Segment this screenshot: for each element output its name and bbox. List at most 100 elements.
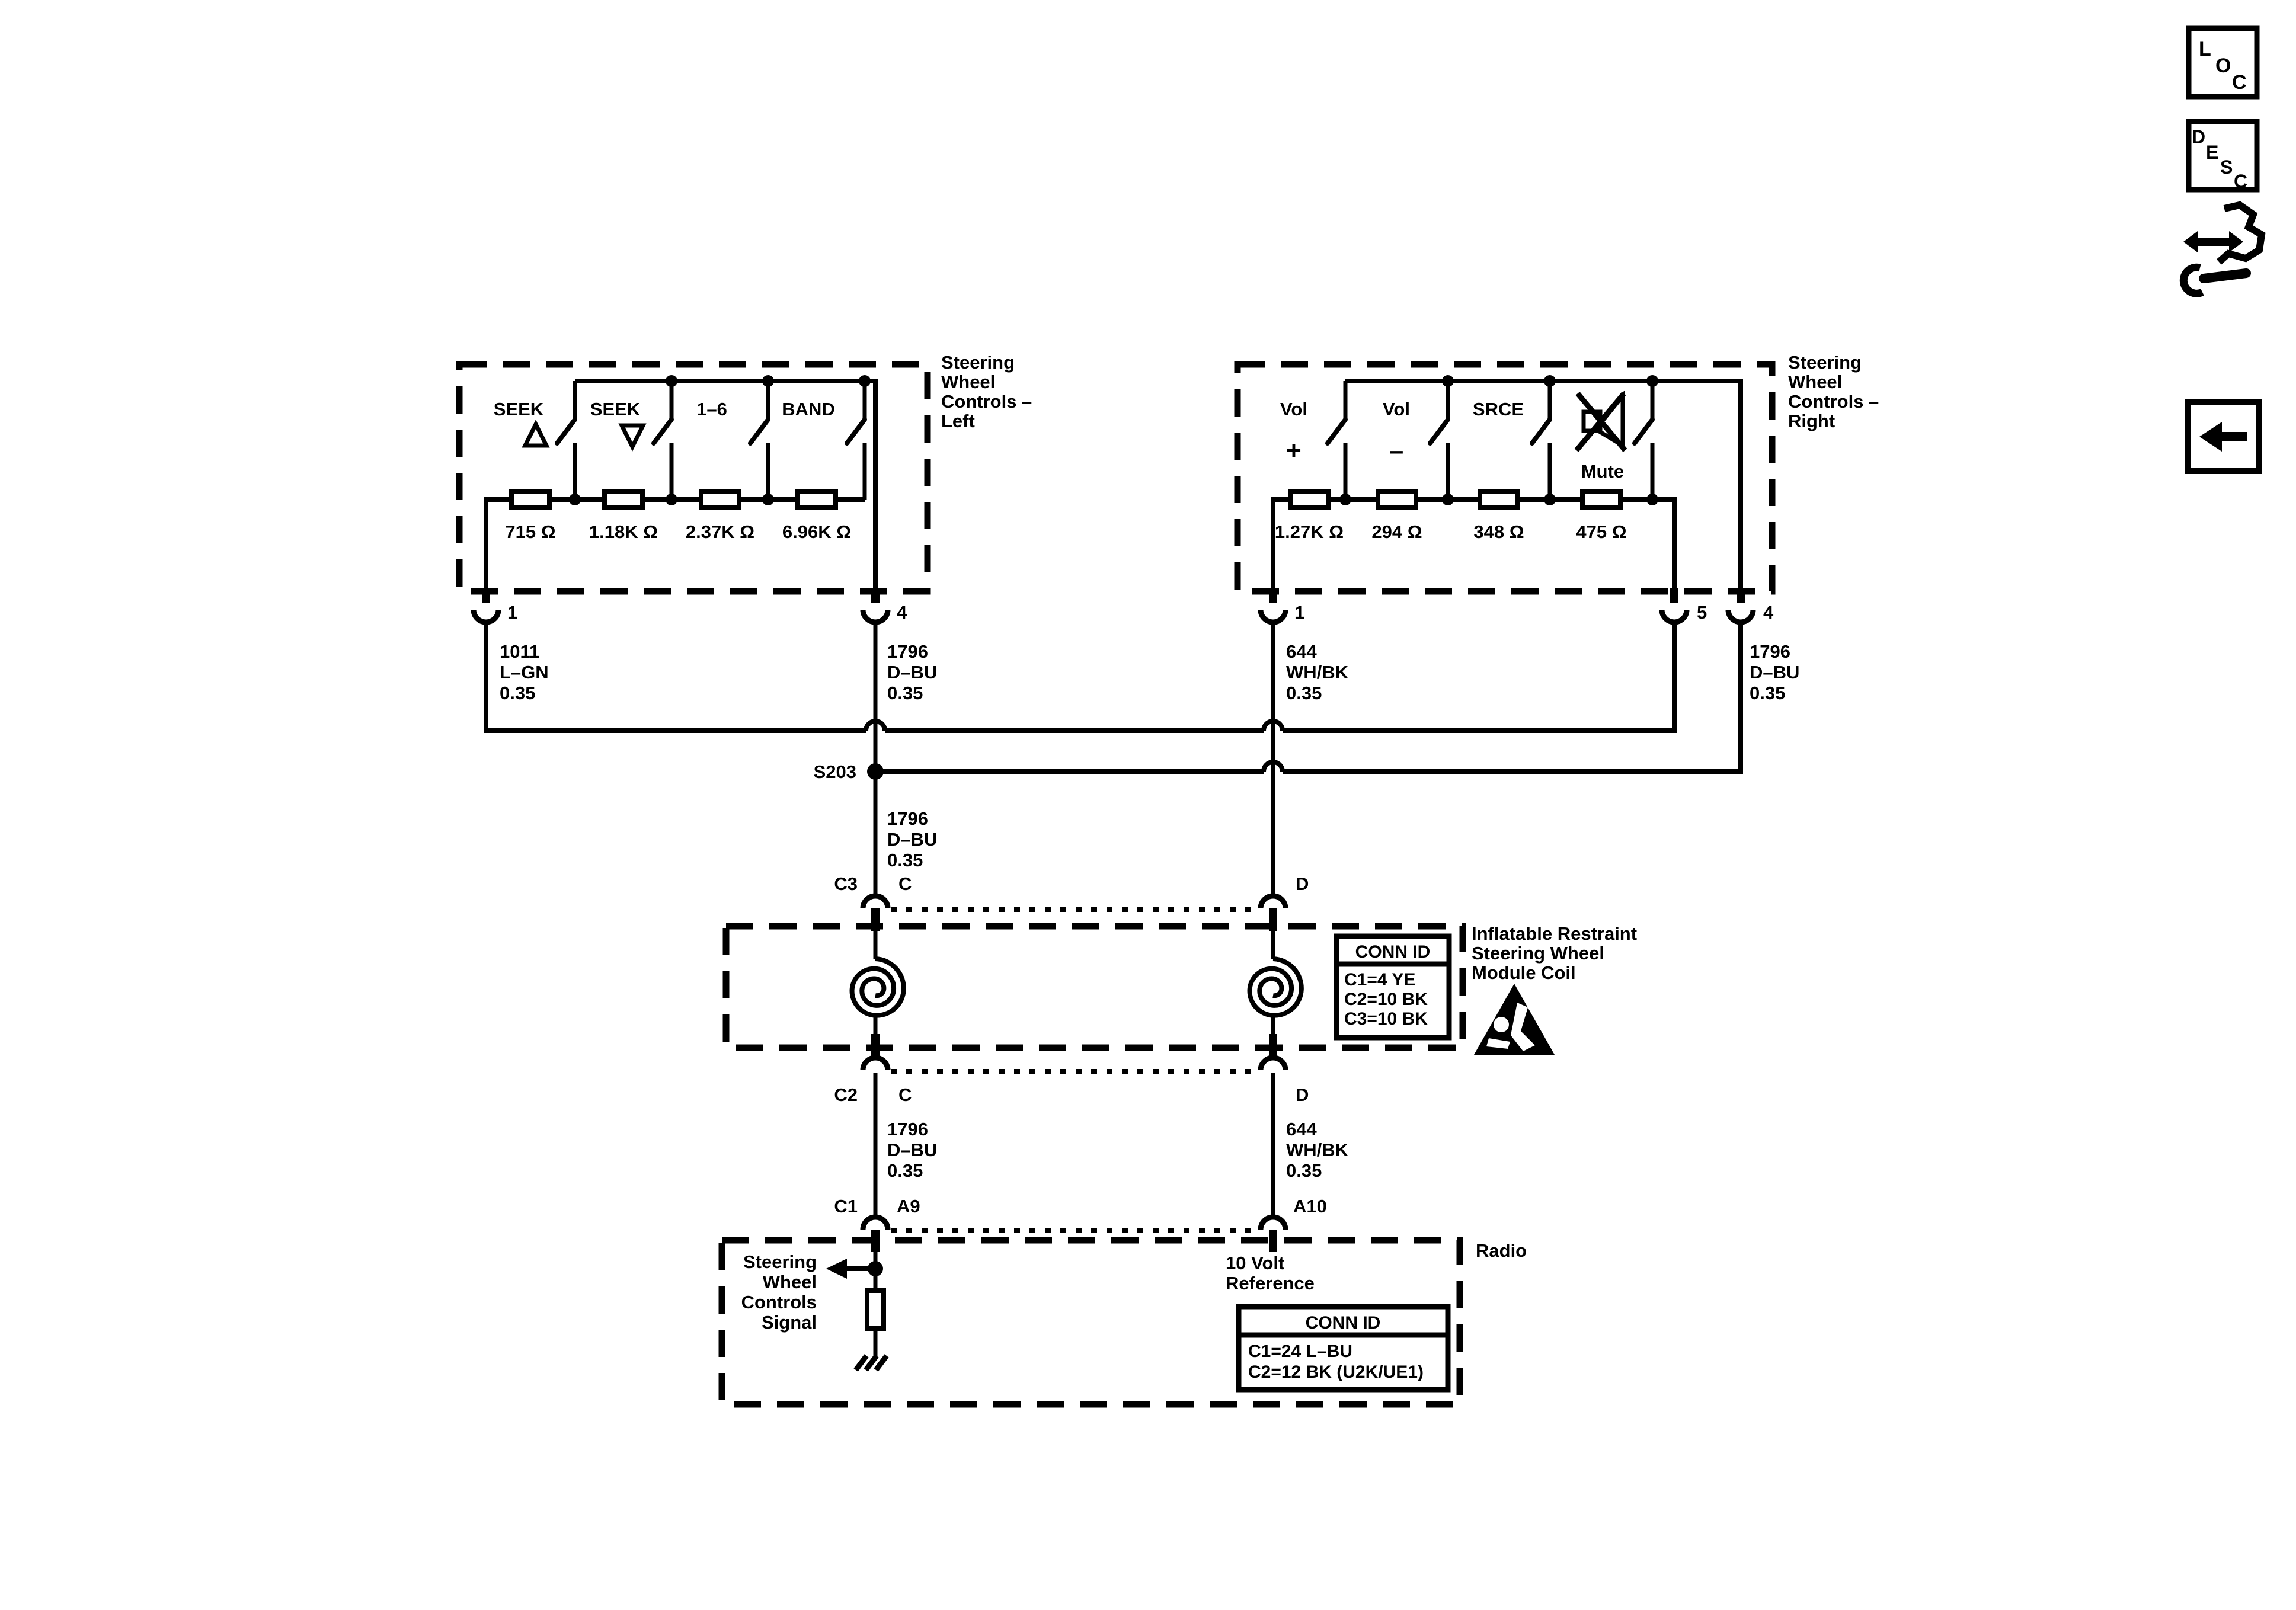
wire-labels: 1011 L–GN 0.35 1796 D–BU 0.35 644 WH/BK …	[500, 641, 1799, 703]
connector-symbol	[860, 893, 891, 909]
splice-label: S203	[814, 761, 856, 782]
switch-srce: SRCE	[1473, 381, 1552, 500]
switch-label: SEEK	[590, 399, 641, 420]
switch-1-6: 1–6	[696, 381, 770, 500]
switch-blade	[1530, 417, 1552, 446]
connector-id: C1	[834, 1196, 858, 1217]
row-junction	[1339, 494, 1351, 505]
switch-blade	[651, 417, 674, 446]
pin-number: 4	[897, 602, 907, 623]
desc-button[interactable]: D E S C	[2186, 119, 2260, 193]
clockspring-coil-icon	[849, 956, 906, 1018]
switch-label: Mute	[1581, 461, 1624, 482]
row-junction	[1442, 494, 1454, 505]
conn-id-title: CONN ID	[1355, 942, 1431, 962]
splice-run	[1283, 623, 1743, 774]
coil-name-line: Steering Wheel	[1472, 943, 1604, 964]
connector-pin: D	[1296, 873, 1309, 894]
wire-circuit: 1796	[887, 808, 928, 829]
resistor-value: 715 Ω	[505, 521, 555, 542]
wire-1011-run	[484, 623, 866, 733]
switch-blade	[1632, 417, 1655, 446]
connector-id: C2	[834, 1084, 858, 1105]
row-junction	[1544, 494, 1556, 505]
connector-symbol	[860, 1055, 891, 1071]
wire-1011-run	[1283, 623, 1677, 733]
wire-circuit: 1796	[887, 1119, 928, 1140]
bus-junction	[666, 375, 677, 387]
coil-top-connector: C3 C D	[834, 873, 1309, 931]
connector-symbol	[1258, 1055, 1288, 1071]
back-arrow-icon	[2199, 422, 2247, 452]
wire-circuit: 1011	[500, 641, 539, 662]
connector-pin: A9	[897, 1196, 920, 1217]
loc-button[interactable]: L O C	[2186, 25, 2260, 100]
pin-number: 1	[507, 602, 517, 623]
coil-box: CONN ID C1=4 YE C2=10 BK C3=10 BK	[722, 923, 1466, 1051]
switch-blade	[1325, 417, 1348, 446]
wire-gauge: 0.35	[1286, 683, 1322, 703]
switch-seek-up: SEEK	[494, 381, 577, 500]
wrench-arrow-icon[interactable]	[2179, 201, 2266, 297]
resistor-value: 1.27K Ω	[1275, 521, 1344, 542]
row-junction	[666, 494, 677, 505]
right-control-box: Steering Wheel Controls – Right Vol + Vo…	[1234, 352, 1879, 595]
right-box-title-line: Wheel	[1788, 372, 1842, 392]
pin-connector	[1258, 609, 1288, 625]
loc-letter: L	[2199, 38, 2211, 60]
reference-label-line: Reference	[1226, 1273, 1315, 1294]
wire-gauge: 0.35	[1750, 683, 1785, 703]
wire-color: D–BU	[1750, 662, 1799, 683]
wire-gauge: 0.35	[887, 1160, 923, 1181]
switch-band: BAND	[782, 381, 867, 500]
pin-number: 4	[1763, 602, 1774, 623]
conn-id-row: C1=24 L–BU	[1248, 1342, 1352, 1361]
wire-circuit: 644	[1286, 1119, 1317, 1140]
radio-conn-id-table: CONN ID C1=24 L–BU C2=12 BK (U2K/UE1)	[1236, 1304, 1451, 1393]
switch-label: SRCE	[1473, 399, 1524, 420]
pull-up-resistor	[865, 1288, 886, 1331]
wire-color: WH/BK	[1286, 1140, 1349, 1160]
connector-symbol	[1258, 893, 1288, 909]
ground-icon	[853, 1354, 889, 1372]
resistor-348	[1478, 489, 1520, 510]
row-junction	[762, 494, 774, 505]
right-box-resistor-row	[1271, 497, 1677, 589]
switch-vol-up: Vol +	[1280, 381, 1348, 500]
resistor-2.37k	[699, 489, 741, 510]
right-box-title-line: Right	[1788, 411, 1835, 431]
resistor-294	[1376, 489, 1418, 510]
wire-gauge: 0.35	[887, 683, 923, 703]
bus-junction	[859, 375, 871, 387]
wire-gauge: 0.35	[500, 683, 535, 703]
signal-arrow-icon	[826, 1259, 847, 1279]
resistor-value: 2.37K Ω	[686, 521, 754, 542]
airbag-warning-icon	[1474, 984, 1555, 1055]
left-box-title-line: Steering	[941, 352, 1015, 373]
left-box-border	[456, 361, 931, 595]
coil-conn-id-table: CONN ID C1=4 YE C2=10 BK C3=10 BK	[1334, 933, 1452, 1041]
signal-label-line: Signal	[762, 1312, 817, 1333]
switch-label: Vol	[1383, 399, 1410, 420]
coil-box-border	[722, 923, 1466, 1051]
coil-bottom-connector: C2 C D	[834, 1034, 1309, 1105]
resistor-1.18k	[602, 489, 645, 510]
left-control-box: Steering Wheel Controls – Left SEEK SEEK…	[456, 352, 1032, 595]
row-junction	[569, 494, 581, 505]
back-button[interactable]	[2185, 399, 2262, 474]
switch-blade	[1428, 417, 1450, 446]
conn-id-row: C1=4 YE	[1344, 970, 1415, 990]
wire-circuit: 1796	[887, 641, 928, 662]
mute-speaker-icon	[1574, 390, 1627, 452]
connector-id: C3	[834, 873, 858, 894]
coil-name-line: Module Coil	[1472, 962, 1576, 983]
resistor-value: 348 Ω	[1473, 521, 1524, 542]
connector-pin: A10	[1293, 1196, 1327, 1217]
conn-id-row: C2=12 BK (U2K/UE1)	[1248, 1362, 1424, 1382]
wire-circuit: 644	[1286, 641, 1317, 662]
wire-color: D–BU	[887, 829, 937, 850]
radio-entry-connector: C1 A9 A10	[834, 1196, 1327, 1252]
resistor-value: 6.96K Ω	[782, 521, 851, 542]
